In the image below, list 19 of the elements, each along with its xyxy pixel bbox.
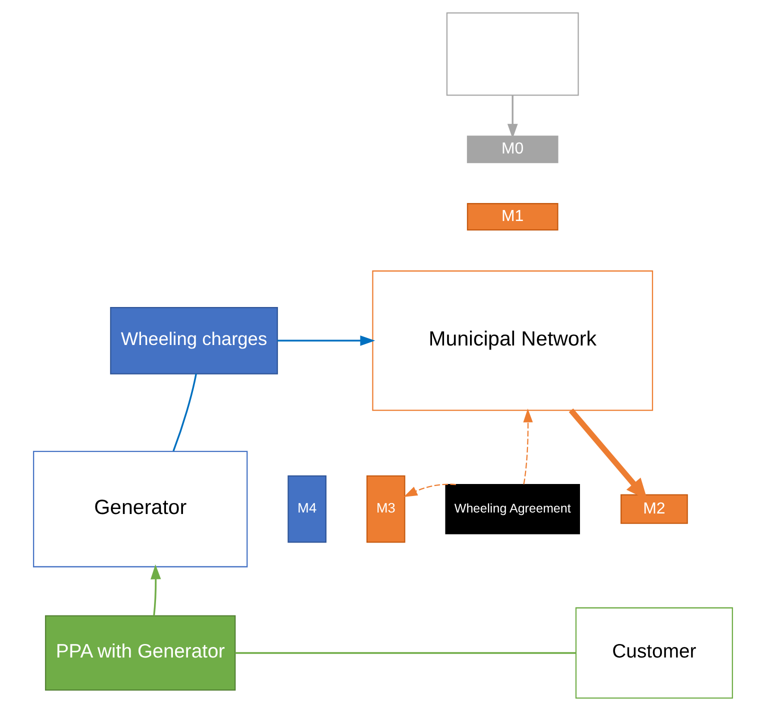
- node-box: Municipal Network: [372, 270, 654, 411]
- connector: [172, 374, 197, 452]
- node-box: M1: [466, 203, 558, 230]
- node-box: Wheeling Agreement: [445, 484, 580, 534]
- arrow: [150, 564, 161, 616]
- node-box: Generator: [33, 450, 248, 568]
- node-box: PPA with Generator: [45, 615, 236, 691]
- node-box: M2: [620, 494, 688, 524]
- node-box: M3: [366, 475, 406, 543]
- arrow: [523, 408, 533, 484]
- arrow: [507, 95, 518, 139]
- node-box: M0: [466, 136, 558, 164]
- arrow: [404, 484, 456, 498]
- node-box: [446, 12, 579, 96]
- node-box: M4: [288, 475, 326, 543]
- node-box: Wheeling charges: [110, 306, 278, 374]
- connector: [235, 652, 576, 654]
- arrow: [277, 335, 376, 346]
- node-box: Customer: [575, 607, 733, 699]
